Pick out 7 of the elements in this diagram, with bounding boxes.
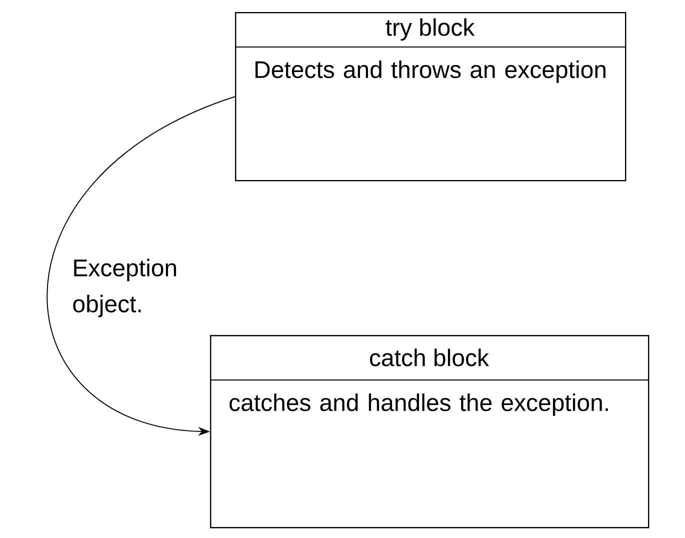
edge-label: Exception object. [70, 256, 184, 320]
box-text: catches and handles the exception. [230, 394, 608, 416]
box-text: Detects and throws an exception [256, 60, 606, 83]
process-box [234, 12, 626, 182]
box-heading: catch block [370, 348, 490, 366]
process-box [210, 335, 650, 528]
box-heading: try block [386, 18, 475, 41]
